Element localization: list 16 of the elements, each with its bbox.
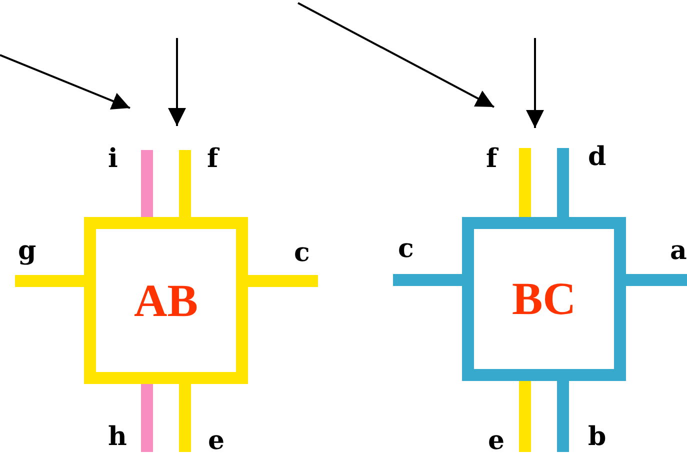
pin-label: g <box>18 238 36 264</box>
pin-label: c <box>398 236 414 262</box>
chip-name: BC <box>512 276 576 322</box>
pin-label: c <box>294 240 310 266</box>
chip-box <box>84 217 248 384</box>
pin-label: a <box>670 238 687 264</box>
pin-label: h <box>108 424 127 450</box>
chip-name: AB <box>134 278 198 324</box>
chip-box <box>462 217 626 381</box>
pin-label: i <box>108 146 118 172</box>
pin-label: e <box>208 428 225 454</box>
pin-label: b <box>588 424 606 450</box>
pin-label: f <box>486 146 498 172</box>
pin-label: e <box>488 428 505 454</box>
pin-label: f <box>207 146 218 172</box>
pin-label: d <box>588 144 606 170</box>
